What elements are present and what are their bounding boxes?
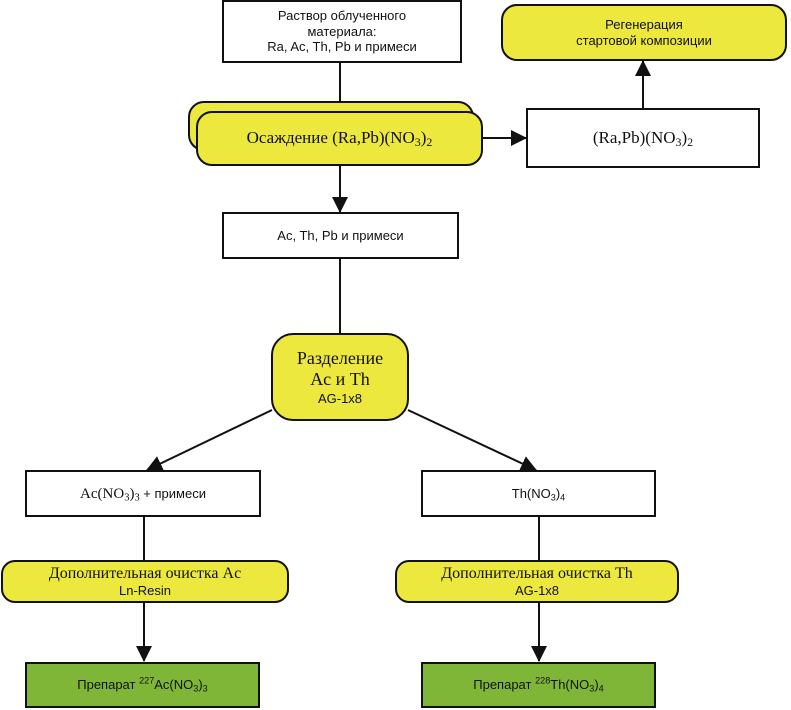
source-line-2: материала: bbox=[307, 23, 377, 39]
node-purify-th: Дополнительная очистка Th AG-1x8 bbox=[395, 560, 679, 603]
purify-ac-line-2: Ln-Resin bbox=[118, 583, 172, 599]
precipitation-label: Осаждение (Ra,Pb)(NO3)2 bbox=[246, 128, 433, 150]
node-th-nitrate: Th(NO3)4 bbox=[421, 470, 656, 517]
ac-th-pb-label: Ac, Th, Pb и примеси bbox=[277, 227, 404, 243]
product-th-label: Препарат 228Th(NO3)4 bbox=[473, 675, 604, 694]
node-ra-pb-nitrate: (Ra,Pb)(NO3)2 bbox=[526, 108, 760, 168]
node-product-th: Препарат 228Th(NO3)4 bbox=[421, 662, 656, 708]
ac-nitrate-label: Ac(NO3)3 + примеси bbox=[80, 485, 206, 504]
separation-line-2: Ac и Th bbox=[310, 369, 370, 390]
separation-line-3: AG-1x8 bbox=[317, 390, 363, 406]
purify-th-line-2: AG-1x8 bbox=[514, 583, 560, 599]
separation-line-1: Разделение bbox=[296, 347, 384, 368]
ra-pb-nitrate-label: (Ra,Pb)(NO3)2 bbox=[592, 127, 694, 149]
node-ac-th-pb: Ac, Th, Pb и примеси bbox=[222, 212, 459, 259]
source-line-1: Раствор облученного bbox=[277, 8, 407, 24]
edge-separation-th-nitrate bbox=[407, 409, 537, 471]
product-ac-label: Препарат 227Ac(NO3)3 bbox=[77, 675, 208, 694]
node-purify-ac: Дополнительная очистка Ac Ln-Resin bbox=[1, 560, 289, 603]
source-line-3: Ra, Ac, Th, Pb и примеси bbox=[267, 39, 417, 55]
regeneration-line-1: Регенерация bbox=[605, 16, 683, 32]
node-regeneration: Регенерация стартовой композиции bbox=[501, 4, 787, 61]
node-precipitation: Осаждение (Ra,Pb)(NO3)2 bbox=[196, 111, 483, 166]
purify-ac-line-1: Дополнительная очистка Ac bbox=[48, 565, 242, 583]
node-separation: Разделение Ac и Th AG-1x8 bbox=[271, 333, 409, 421]
node-product-ac: Препарат 227Ac(NO3)3 bbox=[25, 662, 260, 708]
node-source-solution: Раствор облученного материала: Ra, Ac, T… bbox=[222, 0, 462, 63]
edge-separation-ac-nitrate bbox=[146, 409, 273, 471]
regeneration-line-2: стартовой композиции bbox=[576, 32, 712, 48]
th-nitrate-label: Th(NO3)4 bbox=[511, 485, 566, 502]
node-ac-nitrate: Ac(NO3)3 + примеси bbox=[25, 470, 261, 517]
purify-th-line-1: Дополнительная очистка Th bbox=[441, 565, 633, 583]
